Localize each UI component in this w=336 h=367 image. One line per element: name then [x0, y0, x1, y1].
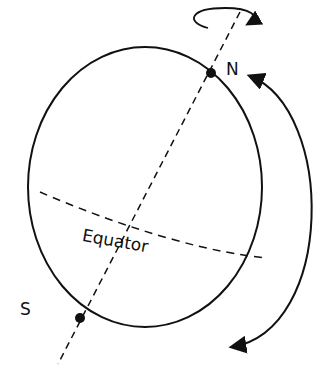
pole-label: S: [20, 300, 31, 319]
north-pole-dot: [206, 68, 216, 78]
equator-label: Equator: [81, 226, 150, 256]
globe-outline: [28, 47, 262, 327]
south-pole-dot: [75, 313, 85, 323]
curved-arrow: [232, 76, 312, 347]
equator-line: [40, 192, 266, 258]
rotation-arrow: [194, 8, 254, 28]
rotation-axis: [58, 12, 240, 364]
pole-label: N: [226, 60, 239, 79]
